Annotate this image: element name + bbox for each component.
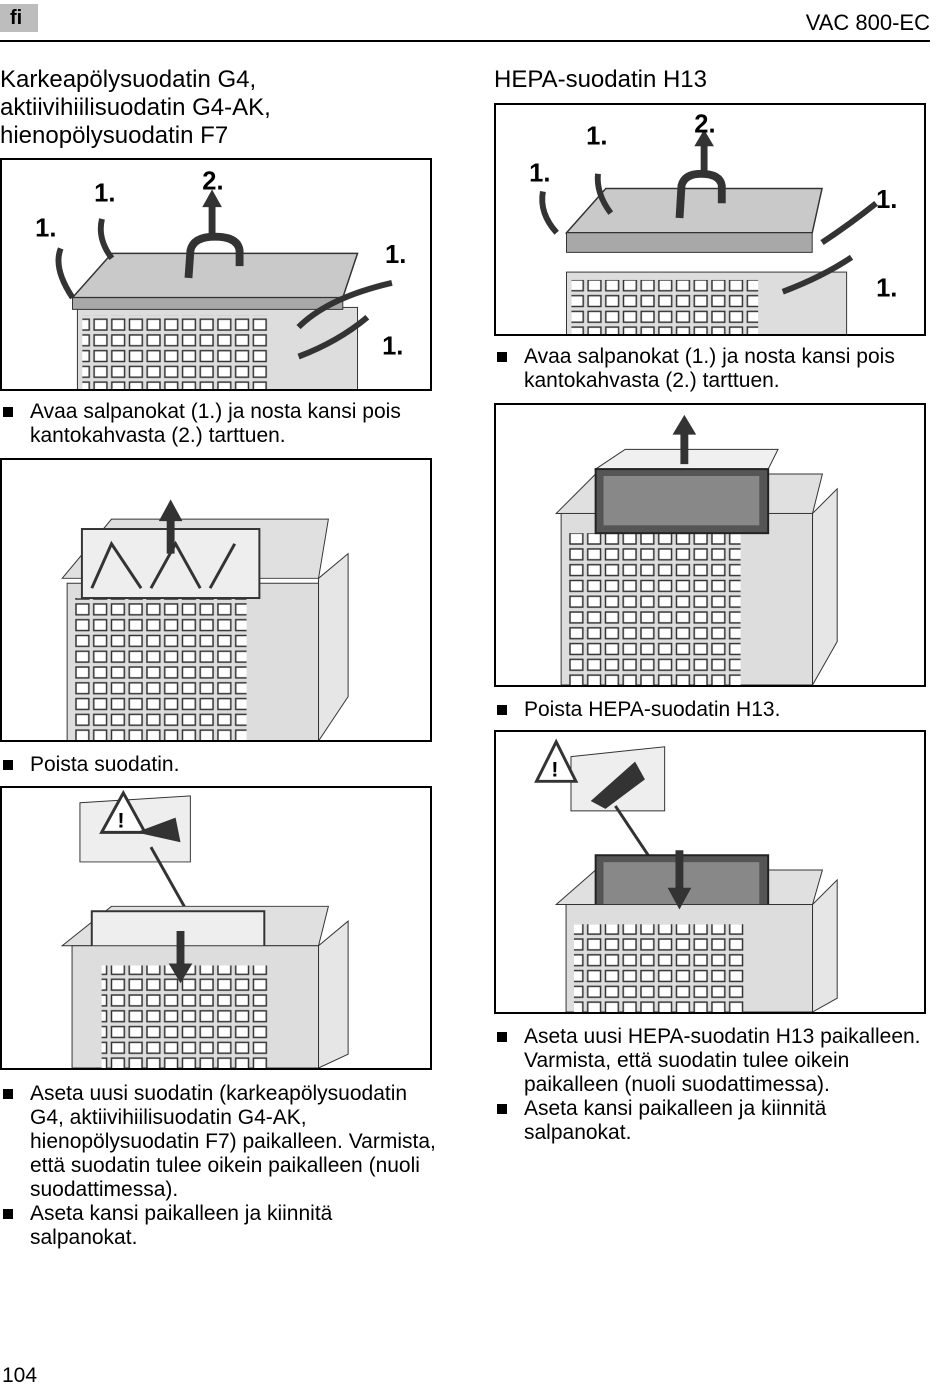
arrow-icon (781, 254, 854, 295)
left-figure-open-lid: 1. 1. 2. 1. 1. (0, 158, 432, 391)
fig-label: 1. (382, 333, 403, 361)
right-step-4: Aseta kansi paikalleen ja kiinnitä salpa… (494, 1097, 934, 1145)
fig-label: 1. (586, 122, 607, 150)
svg-text:!: ! (551, 756, 558, 781)
left-step-list-2: Poista suodatin. (0, 753, 440, 777)
arrow-icon (297, 314, 370, 360)
arrow-icon (820, 200, 878, 246)
left-step-2: Poista suodatin. (0, 753, 440, 777)
left-heading-line-1: Karkeapölysuodatin G4, (0, 66, 257, 93)
arrow-icon (55, 247, 75, 300)
arrow-icon (594, 173, 614, 215)
right-heading: HEPA-suodatin H13 (494, 66, 707, 93)
right-step-3: Aseta uusi HEPA-suodatin H13 paikalleen.… (494, 1025, 934, 1097)
arrow-icon (296, 279, 393, 330)
left-heading: Karkeapölysuodatin G4, aktiivihiilisuoda… (0, 66, 271, 150)
left-step-list-1: Avaa salpanokat (1.) ja nosta kansi pois… (0, 400, 440, 448)
right-step-list-2: Poista HEPA-suodatin H13. (494, 698, 934, 722)
fig-label: 1. (876, 186, 897, 214)
model-name: VAC 800-EC (805, 10, 930, 35)
right-step-list-3: Aseta uusi HEPA-suodatin H13 paikalleen.… (494, 1025, 934, 1145)
right-figure-insert-filter: ! (494, 730, 926, 1014)
fig-label: 2. (694, 111, 715, 139)
arrow-icon (539, 190, 559, 235)
warning-icon (99, 789, 148, 834)
right-figure-open-lid: 1. 1. 2. 1. 1. (494, 103, 926, 336)
fig-label: 2. (202, 167, 223, 195)
left-heading-line-3: hienopölysuodatin F7 (0, 122, 229, 149)
left-figure-remove-filter (0, 458, 432, 742)
fig-label: 1. (35, 215, 56, 243)
right-figure-remove-filter (494, 403, 926, 687)
arrow-icon (590, 761, 645, 809)
header-rule (0, 40, 930, 42)
fig-label: 1. (385, 241, 406, 269)
left-step-1: Avaa salpanokat (1.) ja nosta kansi pois… (0, 400, 440, 448)
svg-text:!: ! (117, 807, 124, 832)
left-step-list-3: Aseta uusi suodatin (karkeapölysuodatin … (0, 1082, 440, 1250)
arrow-icon (97, 218, 115, 261)
language-badge: fi (0, 4, 38, 32)
fig-label: 1. (94, 179, 115, 207)
fig-label: 1. (529, 160, 550, 188)
left-step-4: Aseta kansi paikalleen ja kiinnitä salpa… (0, 1202, 440, 1250)
right-step-1: Avaa salpanokat (1.) ja nosta kansi pois… (494, 345, 934, 393)
page-number: 104 (2, 1364, 38, 1387)
left-step-3: Aseta uusi suodatin (karkeapölysuodatin … (0, 1082, 440, 1202)
arrow-icon (136, 817, 181, 843)
right-step-list-1: Avaa salpanokat (1.) ja nosta kansi pois… (494, 345, 934, 393)
warning-icon (534, 738, 579, 783)
left-figure-insert-filter: ! (0, 786, 432, 1070)
right-step-2: Poista HEPA-suodatin H13. (494, 698, 934, 722)
left-heading-line-2: aktiivihiilisuodatin G4-AK, (0, 94, 271, 121)
fig-label: 1. (876, 275, 897, 303)
